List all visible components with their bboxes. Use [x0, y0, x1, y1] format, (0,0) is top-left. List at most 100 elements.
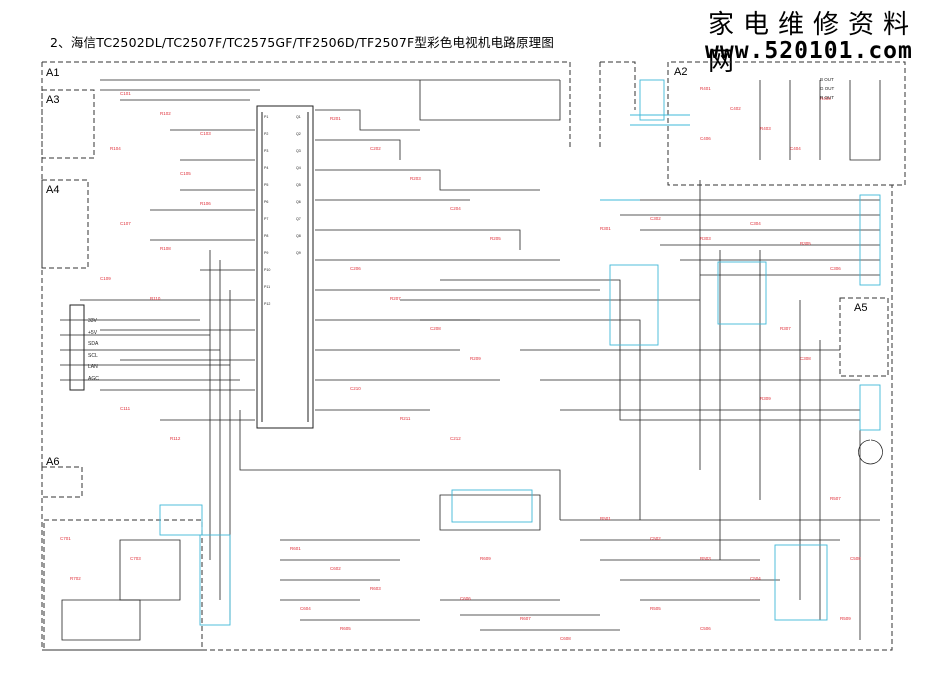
svg-text:P4: P4: [264, 166, 268, 170]
svg-text:C606: C606: [460, 596, 471, 601]
svg-text:R501: R501: [600, 516, 611, 521]
svg-text:Q6: Q6: [296, 200, 301, 204]
pin-label: +5V: [88, 329, 98, 336]
svg-text:R207: R207: [390, 296, 401, 301]
svg-text:R509: R509: [840, 616, 851, 621]
page-title: 2、海信TC2502DL/TC2507F/TC2575GF/TF2506D/TF…: [50, 35, 555, 50]
block-label-a1: A1: [46, 67, 60, 79]
svg-text:R209: R209: [470, 356, 481, 361]
svg-text:C101: C101: [120, 91, 131, 96]
pin-label: SCL: [88, 352, 98, 359]
svg-text:R405: R405: [820, 96, 831, 101]
svg-text:P1: P1: [264, 115, 268, 119]
pin-label: AGC: [88, 375, 99, 382]
svg-text:C202: C202: [370, 146, 381, 151]
svg-text:Q3: Q3: [296, 149, 301, 153]
svg-text:Q9: Q9: [296, 251, 301, 255]
block-label-a5: A5: [854, 302, 868, 314]
svg-text:C508: C508: [850, 556, 861, 561]
svg-text:R104: R104: [110, 146, 121, 151]
block-label-a6: A6: [46, 456, 60, 468]
svg-text:Q7: Q7: [296, 217, 301, 221]
svg-text:C701: C701: [60, 536, 71, 541]
board-border: [41, 61, 906, 651]
block-label-a2: A2: [674, 66, 688, 78]
svg-text:C703: C703: [130, 556, 141, 561]
svg-text:R607: R607: [520, 616, 531, 621]
svg-text:R601: R601: [290, 546, 301, 551]
svg-text:P2: P2: [264, 132, 268, 136]
svg-text:R205: R205: [490, 236, 501, 241]
svg-text:R403: R403: [760, 126, 771, 131]
svg-text:R401: R401: [700, 86, 711, 91]
svg-text:C604: C604: [300, 606, 311, 611]
svg-text:C105: C105: [180, 171, 191, 176]
svg-text:C302: C302: [650, 216, 661, 221]
wiring: [60, 79, 883, 641]
watermark-url: www.520101.com: [705, 38, 913, 64]
output-label-b: B OUT: [820, 77, 834, 82]
svg-text:R112: R112: [170, 436, 181, 441]
svg-text:R108: R108: [160, 246, 171, 251]
svg-text:C404: C404: [790, 146, 801, 151]
svg-text:P3: P3: [264, 149, 268, 153]
svg-text:R303: R303: [700, 236, 711, 241]
svg-text:C304: C304: [750, 221, 761, 226]
svg-text:R309: R309: [760, 396, 771, 401]
svg-text:C306: C306: [830, 266, 841, 271]
output-label-g: G OUT: [820, 86, 835, 91]
svg-text:P10: P10: [264, 268, 270, 272]
block-label-a4: A4: [46, 184, 60, 196]
svg-text:R301: R301: [600, 226, 611, 231]
svg-text:R106: R106: [200, 201, 211, 206]
svg-text:C107: C107: [120, 221, 131, 226]
svg-text:P7: P7: [264, 217, 268, 221]
ic-outlines: [159, 79, 881, 626]
svg-text:C210: C210: [350, 386, 361, 391]
svg-text:R201: R201: [330, 116, 341, 121]
svg-text:R603: R603: [370, 586, 381, 591]
svg-text:C602: C602: [330, 566, 341, 571]
svg-text:C111: C111: [120, 406, 131, 411]
left-connector: [69, 304, 85, 391]
svg-text:R102: R102: [160, 111, 171, 116]
svg-text:P11: P11: [264, 285, 270, 289]
svg-text:P12: P12: [264, 302, 270, 306]
svg-text:C208: C208: [430, 326, 441, 331]
svg-text:R507: R507: [830, 496, 841, 501]
svg-text:C109: C109: [100, 276, 111, 281]
svg-text:P9: P9: [264, 251, 268, 255]
main-ic: [256, 105, 314, 429]
svg-text:Q8: Q8: [296, 234, 301, 238]
svg-text:R505: R505: [650, 606, 661, 611]
pin-label: LAN: [88, 364, 98, 370]
svg-text:C608: C608: [560, 636, 571, 641]
output-labels: B OUT G OUT R OUT: [820, 75, 834, 102]
svg-text:P8: P8: [264, 234, 268, 238]
svg-text:Q2: Q2: [296, 132, 301, 136]
connector-pin-labels: 33V +5V SDA SCL LAN AGC: [88, 316, 99, 385]
svg-text:R203: R203: [410, 176, 421, 181]
svg-text:R609: R609: [480, 556, 491, 561]
svg-text:C308: C308: [800, 356, 811, 361]
svg-text:C406: C406: [700, 136, 711, 141]
svg-text:R110: R110: [150, 296, 161, 301]
svg-text:Q1: Q1: [296, 115, 301, 119]
svg-text:C204: C204: [450, 206, 461, 211]
svg-text:R503: R503: [700, 556, 711, 561]
svg-text:R702: R702: [70, 576, 81, 581]
svg-text:R211: R211: [400, 416, 411, 421]
svg-text:C502: C502: [650, 536, 661, 541]
svg-text:C206: C206: [350, 266, 361, 271]
svg-text:Q4: Q4: [296, 166, 301, 170]
svg-text:R305: R305: [800, 241, 811, 246]
svg-text:C212: C212: [450, 436, 461, 441]
svg-text:P5: P5: [264, 183, 268, 187]
svg-text:P6: P6: [264, 200, 268, 204]
pin-label: SDA: [88, 341, 99, 347]
pin-label: 33V: [88, 318, 97, 324]
svg-text:R307: R307: [780, 326, 791, 331]
